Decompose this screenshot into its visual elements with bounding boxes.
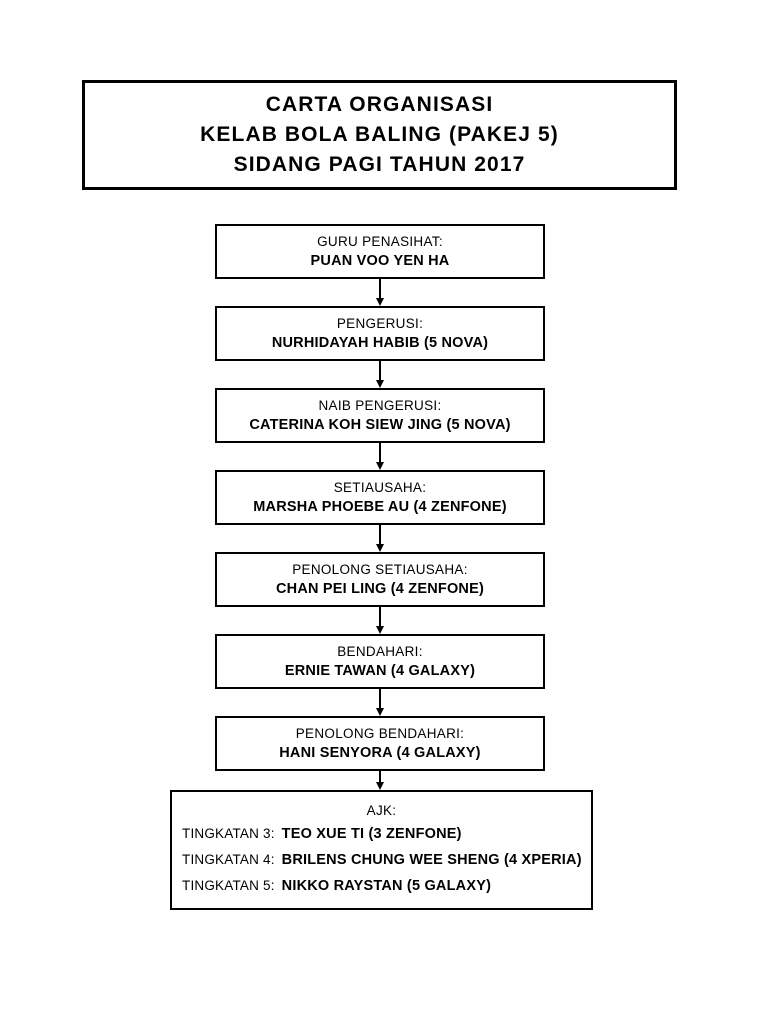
position-box-guru-penasihat: GURU PENASIHAT: PUAN VOO YEN HA — [215, 224, 545, 279]
arrow-head-icon — [375, 462, 384, 470]
chart-title-line-1: CARTA ORGANISASI — [265, 93, 494, 116]
arrow-head-icon — [375, 380, 384, 388]
committee-member-row: TINGKATAN 5: NIKKO RAYSTAN (5 GALAXY) — [182, 873, 581, 899]
connector-arrow-3 — [375, 443, 384, 470]
chart-title-line-2: KELAB BOLA BALING (PAKEJ 5) — [200, 123, 559, 146]
position-person-name: ERNIE TAWAN (4 GALAXY) — [284, 663, 476, 679]
position-box-penolong-setiausaha: PENOLONG SETIAUSAHA: CHAN PEI LING (4 ZE… — [215, 552, 545, 607]
connector-arrow-5 — [375, 607, 384, 634]
connector-arrow-2 — [375, 361, 384, 388]
connector-stem — [379, 361, 381, 381]
connector-arrow-6 — [375, 689, 384, 716]
committee-person-name: NIKKO RAYSTAN (5 GALAXY) — [281, 878, 492, 894]
arrow-head-icon — [375, 708, 384, 716]
position-person-name: CHAN PEI LING (4 ZENFONE) — [275, 581, 484, 597]
position-role-label: GURU PENASIHAT: — [317, 234, 443, 249]
position-person-name: PUAN VOO YEN HA — [310, 253, 450, 269]
connector-stem — [379, 443, 381, 463]
connector-stem — [379, 525, 381, 545]
position-box-pengerusi: PENGERUSI: NURHIDAYAH HABIB (5 NOVA) — [215, 306, 545, 361]
connector-arrow-4 — [375, 525, 384, 552]
position-box-setiausaha: SETIAUSAHA: MARSHA PHOEBE AU (4 ZENFONE) — [215, 470, 545, 525]
committee-person-name: BRILENS CHUNG WEE SHENG (4 XPERIA) — [281, 852, 582, 868]
connector-stem — [379, 279, 381, 299]
position-role-label: SETIAUSAHA: — [333, 480, 427, 495]
committee-person-name: TEO XUE TI (3 ZENFONE) — [281, 826, 462, 842]
position-person-name: NURHIDAYAH HABIB (5 NOVA) — [271, 335, 489, 351]
chart-title-line-3: SIDANG PAGI TAHUN 2017 — [233, 153, 526, 176]
chart-title-box: CARTA ORGANISASI KELAB BOLA BALING (PAKE… — [82, 80, 677, 190]
position-box-bendahari: BENDAHARI: ERNIE TAWAN (4 GALAXY) — [215, 634, 545, 689]
position-role-label: BENDAHARI: — [337, 644, 423, 659]
position-box-penolong-bendahari: PENOLONG BENDAHARI: HANI SENYORA (4 GALA… — [215, 716, 545, 771]
position-role-label: PENOLONG SETIAUSAHA: — [292, 562, 468, 577]
arrow-head-icon — [375, 298, 384, 306]
position-box-naib-pengerusi: NAIB PENGERUSI: CATERINA KOH SIEW JING (… — [215, 388, 545, 443]
position-role-label: PENOLONG BENDAHARI: — [295, 726, 465, 741]
arrow-head-icon — [375, 544, 384, 552]
connector-arrow-7 — [375, 771, 384, 790]
committee-heading: AJK: — [366, 803, 397, 818]
position-role-label: PENGERUSI: — [336, 316, 424, 331]
committee-member-row: TINGKATAN 4: BRILENS CHUNG WEE SHENG (4 … — [182, 847, 582, 873]
position-role-label: NAIB PENGERUSI: — [318, 398, 442, 413]
position-person-name: MARSHA PHOEBE AU (4 ZENFONE) — [253, 499, 507, 515]
connector-stem — [379, 771, 381, 783]
committee-form-label: TINGKATAN 5: — [182, 878, 275, 893]
connector-stem — [379, 689, 381, 709]
position-person-name: CATERINA KOH SIEW JING (5 NOVA) — [249, 417, 511, 433]
connector-arrow-1 — [375, 279, 384, 306]
connector-stem — [379, 607, 381, 627]
arrow-head-icon — [375, 626, 384, 634]
committee-member-row: TINGKATAN 3: TEO XUE TI (3 ZENFONE) — [182, 821, 581, 847]
arrow-head-icon — [375, 782, 384, 790]
committee-form-label: TINGKATAN 4: — [182, 852, 275, 867]
position-person-name: HANI SENYORA (4 GALAXY) — [279, 745, 481, 761]
committee-form-label: TINGKATAN 3: — [182, 826, 275, 841]
committee-box-ajk: AJK: TINGKATAN 3: TEO XUE TI (3 ZENFONE)… — [170, 790, 593, 910]
